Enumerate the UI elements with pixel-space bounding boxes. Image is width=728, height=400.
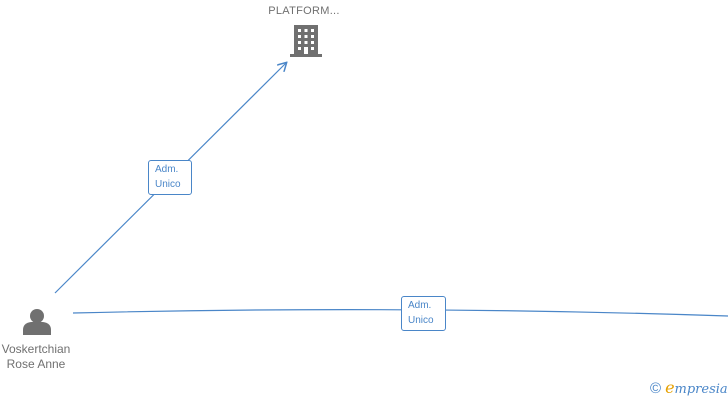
person-name-line2: Rose Anne	[6, 357, 66, 371]
brand-initial: e	[665, 378, 675, 397]
copyright-symbol: ©	[650, 380, 662, 397]
edge-person-to-offscreen	[72, 309, 728, 317]
edge-label-line2: Unico	[155, 179, 181, 190]
edge-label-company[interactable]: Adm. Unico	[148, 160, 192, 195]
person-icon[interactable]	[23, 309, 51, 335]
brand-name: mpresia	[674, 382, 728, 397]
empresia-logo[interactable]: ©empresia	[650, 379, 728, 399]
person-node-label[interactable]: Voskertchian Rose Anne	[0, 342, 82, 372]
company-node-label[interactable]: PLATFORM...	[268, 5, 340, 17]
edge-label-line1: Adm.	[155, 164, 179, 175]
edge-label-line1: Adm.	[408, 300, 432, 311]
edge-label-line2: Unico	[408, 315, 434, 326]
building-icon[interactable]	[290, 25, 322, 57]
edge-label-offscreen[interactable]: Adm. Unico	[401, 296, 446, 331]
person-name-line1: Voskertchian	[1, 342, 71, 356]
